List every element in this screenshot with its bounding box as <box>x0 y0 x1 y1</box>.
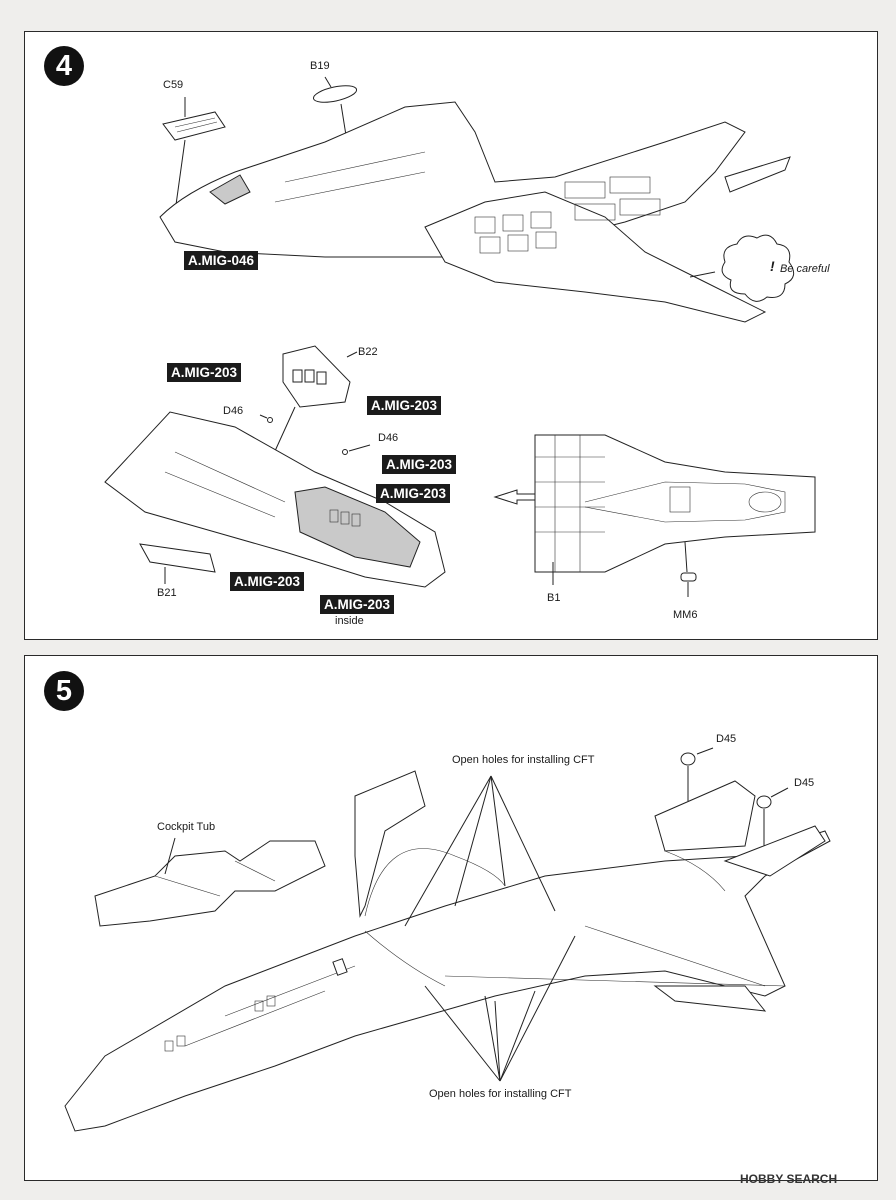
cockpit-tub-shape <box>94 840 326 927</box>
small-antenna-part <box>332 958 348 976</box>
part-mm6-shape <box>680 572 697 582</box>
label-inside: inside <box>335 615 364 627</box>
step-5-panel: 5 <box>24 655 878 1181</box>
label-c59: C59 <box>163 79 184 91</box>
label-b19: B19 <box>310 60 330 72</box>
label-cockpit-tub: Cockpit Tub <box>157 821 216 833</box>
step-number-4: 4 <box>44 46 84 86</box>
paint-mig-203-e: A.MIG-203 <box>230 572 305 591</box>
direction-arrow <box>493 489 536 505</box>
paint-mig-203-d: A.MIG-203 <box>376 484 451 503</box>
part-b1-shape <box>534 434 816 573</box>
label-b21: B21 <box>157 587 177 599</box>
step-4-panel: 4 <box>24 31 878 640</box>
part-b21-shape <box>139 543 216 573</box>
label-b22: B22 <box>358 346 378 358</box>
vertical-fin-shape <box>354 770 426 918</box>
paint-mig-203-a: A.MIG-203 <box>167 363 242 382</box>
part-b19-shape <box>312 85 358 103</box>
label-open-holes-top: Open holes for installing CFT <box>452 754 595 766</box>
watermark: HOBBY SEARCH <box>740 1172 838 1186</box>
paint-mig-203-c: A.MIG-203 <box>382 455 457 474</box>
part-d46-right-shape <box>342 449 348 455</box>
label-open-holes-bottom: Open holes for installing CFT <box>429 1088 572 1100</box>
label-d45-a: D45 <box>716 733 737 745</box>
part-d45-b-shape <box>756 795 772 809</box>
label-mm6: MM6 <box>673 609 698 621</box>
main-fuselage-shape <box>64 830 831 1132</box>
label-b1: B1 <box>547 592 561 604</box>
paint-mig-203-f: A.MIG-203 <box>320 595 395 614</box>
paint-mig-046: A.MIG-046 <box>184 251 259 270</box>
step-5-drawing <box>64 747 831 1132</box>
part-d46-left-shape <box>267 417 273 423</box>
label-d45-b: D45 <box>794 777 815 789</box>
step-number-5: 5 <box>44 671 84 711</box>
tail-stab-shape <box>653 985 767 1012</box>
label-d46-left: D46 <box>223 405 244 417</box>
paint-mig-203-b: A.MIG-203 <box>367 396 442 415</box>
cockpit-painted-area <box>209 174 251 205</box>
part-c59-shape <box>162 111 226 141</box>
spine-panel-b-shape <box>723 825 826 877</box>
label-d46-right: D46 <box>378 432 399 444</box>
wing-shape <box>424 191 767 323</box>
lower-painted-area <box>294 486 421 568</box>
step-4-drawing <box>104 76 816 597</box>
caution-cloud <box>721 234 795 302</box>
caution-mark: ! <box>770 258 775 274</box>
part-d45-a-shape <box>680 752 696 766</box>
spine-panel-shape <box>654 780 756 852</box>
stabilizer-shape <box>724 156 791 193</box>
caution-text: Be careful <box>780 263 830 275</box>
